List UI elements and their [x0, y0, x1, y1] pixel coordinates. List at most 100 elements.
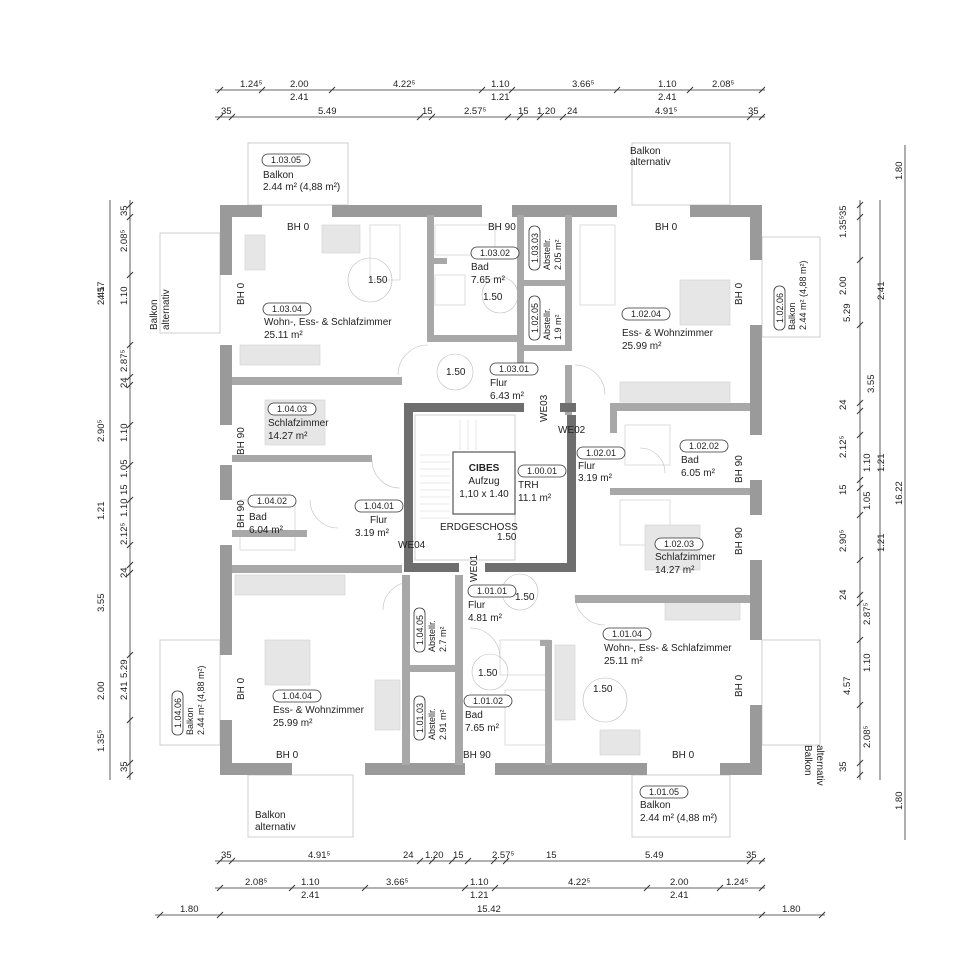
room-id: 1.03.04	[272, 304, 302, 314]
dim-tick	[504, 113, 512, 121]
room-area: 7.65 m²	[471, 275, 506, 286]
room-id: 1.01.01	[477, 586, 507, 596]
dim-tick	[228, 113, 236, 121]
room-id: 1.02.04	[631, 309, 661, 319]
dim-label: 2.57⁵	[492, 850, 514, 861]
dim-label: 15	[838, 484, 849, 495]
dim-tick	[856, 201, 864, 209]
dim-tick	[258, 86, 266, 94]
dim-tick	[216, 86, 224, 94]
dim-tick	[856, 213, 864, 221]
core-walls	[404, 403, 576, 572]
room-id: 1.03.02	[480, 248, 510, 258]
room-id: 1.04.03	[277, 404, 307, 414]
dim-tick	[818, 911, 826, 919]
dim-label: 35	[119, 761, 130, 772]
balkon-alt-line1: Balkon	[630, 146, 661, 157]
dim-tick	[361, 884, 369, 892]
dim-tick	[464, 857, 472, 865]
room-name: Flur	[468, 600, 486, 611]
dim-label: 1.80	[894, 162, 905, 181]
room-area: 25.99 m²	[273, 718, 313, 729]
dim-tick	[758, 113, 766, 121]
dim-label: 15	[422, 106, 433, 117]
elevator-name: CIBES	[469, 463, 500, 474]
dim-tick	[536, 113, 544, 121]
room-1-03-01: 1.03.01 Flur 6.43 m²	[489, 362, 539, 402]
dim-label: 2.08⁵	[119, 230, 130, 252]
dim-tick	[746, 113, 754, 121]
dim-total: 16.22	[894, 481, 905, 505]
dim-label: 1.35⁵	[96, 730, 107, 752]
bh-label: BH 90	[734, 527, 745, 555]
room-name: Bad	[465, 710, 483, 721]
room-area: 2.7 m²	[438, 626, 448, 652]
room-name: Abstellr.	[542, 308, 552, 340]
room-1-04-02: 1.04.02 Bad 6.04 m²	[247, 494, 297, 536]
dim-label: 35	[221, 106, 232, 117]
room-name: Wohn-, Ess- & Schlafzimmer	[264, 317, 392, 328]
room-id: 1.02.06	[775, 293, 785, 323]
dim-label: 5.29	[842, 304, 853, 323]
dim-tick	[491, 884, 499, 892]
dim-tick	[856, 399, 864, 407]
dim-tick	[856, 701, 864, 709]
dim-tick	[502, 857, 510, 865]
door-width: 1.50	[497, 532, 517, 543]
dim-label: 1.80	[180, 904, 199, 915]
dim-label: 2.41	[119, 682, 130, 701]
dim-tick	[156, 911, 164, 919]
dim-label: 1.05	[119, 460, 130, 479]
room-id: 1.04.04	[282, 691, 312, 701]
room-name: Balkon	[787, 302, 797, 330]
dim-label: 1.21	[96, 502, 107, 521]
room-id: 1.04.02	[257, 496, 287, 506]
dim-tick	[126, 381, 134, 389]
room-1-00-01: 1.00.01 TRH 11.1 m²	[517, 464, 567, 504]
room-1-02-02: 1.02.02 Bad 6.05 m²	[679, 439, 729, 479]
room-area: 14.27 m²	[268, 431, 308, 442]
dim-tick	[856, 759, 864, 767]
dims-right: 35 1.35⁵ 2.00 24 2.12⁵ 1.10 15 1.05 2.90…	[838, 162, 905, 811]
room-id: 1.02.01	[586, 448, 616, 458]
room-area: 2.44 m² (4,88 m²)	[263, 182, 340, 193]
room-1-01-05: 1.01.05 Balkon 2.44 m² (4,88 m²)	[639, 785, 717, 824]
room-1-03-02: 1.03.02 Bad 7.65 m²	[470, 246, 520, 286]
dim-label: 15	[518, 106, 529, 117]
dim-label: 15.42	[477, 904, 501, 915]
dim-tick	[856, 484, 864, 492]
room-name: Wohn-, Ess- & Schlafzimmer	[604, 643, 732, 654]
dim-label: 2.08⁵	[862, 726, 873, 748]
dim-label: 15	[546, 850, 557, 861]
room-name: Flur	[370, 515, 388, 526]
bh-label: BH 0	[276, 750, 299, 761]
balkon-alt-line1: Balkon	[802, 745, 813, 776]
we-labels: WE01 WE02 WE03 WE04	[398, 394, 586, 582]
dim-tick	[478, 86, 486, 94]
dim-tick	[126, 561, 134, 569]
dim-tick	[716, 884, 724, 892]
room-id: 1.00.01	[527, 466, 557, 476]
room-id: 1.03.05	[271, 155, 301, 165]
door-width: 1.50	[593, 684, 613, 695]
room-name: Balkon	[640, 800, 671, 811]
dim-tick	[416, 857, 424, 865]
dim-label: 2.08⁵	[712, 79, 734, 90]
dim-tick	[126, 496, 134, 504]
dim-tick	[686, 86, 694, 94]
dim-tick	[126, 213, 134, 221]
dim-label: 5.49	[318, 106, 337, 117]
room-id: 1.01.04	[612, 629, 642, 639]
dim-label: 24	[119, 567, 130, 578]
room-1-04-04: 1.04.04 Ess- & Wohnzimmer 25.99 m²	[272, 689, 365, 729]
dim-label: 1.10	[119, 424, 130, 443]
dim-label: 4.57	[842, 677, 853, 696]
we-label: WE01	[469, 554, 480, 582]
dim-label: 5.29	[119, 660, 130, 679]
dim-tick	[126, 461, 134, 469]
dims-bottom: 35 4.91⁵ 24 1.20 15 2.57⁵ 15 5.49 35 2.0…	[180, 850, 801, 915]
room-1-02-06: 1.02.06 Balkon 2.44 m² (4,88 m²)	[773, 260, 808, 331]
dim-tick	[856, 431, 864, 439]
room-area: 6.05 m²	[681, 468, 716, 479]
dim-label: 4.22⁵	[568, 877, 590, 888]
